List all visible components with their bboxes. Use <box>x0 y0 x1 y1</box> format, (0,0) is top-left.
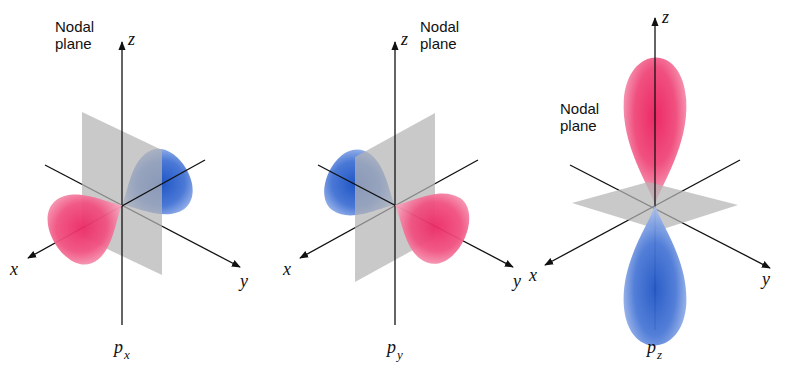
axis-label: x <box>10 260 18 278</box>
py-orbital <box>300 42 513 325</box>
axis-label: x <box>283 260 291 278</box>
px-orbital <box>28 42 240 325</box>
nodal-plane-label: Nodal plane <box>420 18 472 52</box>
orbital-label: p <box>647 338 656 356</box>
axis-label: y <box>513 272 521 290</box>
orbital-label: p <box>387 338 396 356</box>
axis-label: z <box>128 30 135 48</box>
orbital-subscript: z <box>657 348 662 361</box>
axis-label: x <box>529 266 537 284</box>
axis-label: z <box>662 8 669 26</box>
nodal-plane-label: Nodal plane <box>560 100 612 134</box>
orbital-subscript: x <box>124 348 130 361</box>
axis-label: y <box>240 272 248 290</box>
orbital-subscript: y <box>397 348 403 361</box>
axis-label: y <box>762 270 770 288</box>
pz-orbital <box>545 18 770 346</box>
nodal-plane-label: Nodal plane <box>55 18 107 52</box>
orbital-label: p <box>114 338 123 356</box>
axis-label: z <box>401 30 408 48</box>
